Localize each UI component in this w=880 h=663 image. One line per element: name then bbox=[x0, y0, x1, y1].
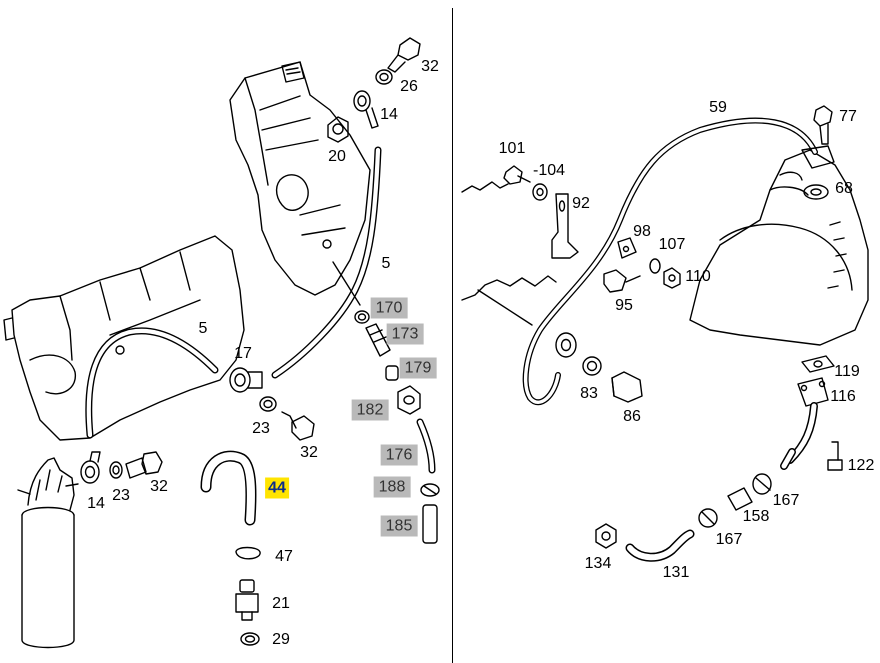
banjo-bolt-32-mid bbox=[281, 411, 315, 441]
block-edge-mid bbox=[461, 275, 557, 301]
clamp-167a bbox=[752, 473, 772, 495]
part-label-179[interactable]: 179 bbox=[399, 357, 437, 379]
bolt-77 bbox=[813, 105, 833, 145]
gasket-119 bbox=[801, 355, 835, 373]
banjo-fitting-17 bbox=[229, 367, 263, 393]
turbo-housing-outline bbox=[689, 149, 869, 346]
ferrule-179 bbox=[385, 365, 399, 381]
pipe-59 bbox=[522, 117, 818, 406]
engine-block-outline bbox=[229, 61, 371, 296]
washer-107 bbox=[649, 258, 661, 274]
part-label-185[interactable]: 185 bbox=[380, 515, 418, 537]
block-edge-top bbox=[461, 181, 509, 193]
part-label-110[interactable]: 110 bbox=[685, 268, 711, 285]
leader-line-right bbox=[477, 289, 533, 326]
banjo-bolt-32-top bbox=[387, 37, 421, 73]
banjo-fitting-14-top bbox=[353, 90, 379, 129]
pipe-131 bbox=[625, 529, 695, 562]
part-label-17[interactable]: 17 bbox=[234, 345, 252, 362]
bolt-122 bbox=[827, 441, 843, 471]
leader-line bbox=[332, 261, 361, 306]
part-label-176[interactable]: 176 bbox=[380, 444, 418, 466]
clamp-167b bbox=[698, 508, 718, 528]
part-label-5[interactable]: 5 bbox=[381, 255, 391, 272]
sleeve-158 bbox=[727, 487, 753, 511]
part-label-59[interactable]: 59 bbox=[709, 99, 727, 116]
washer-104 bbox=[532, 183, 548, 201]
part-label-68[interactable]: 68 bbox=[835, 180, 853, 197]
sleeve-185 bbox=[422, 504, 438, 544]
part-label-23-bottom[interactable]: 23 bbox=[112, 487, 130, 504]
panel-divider bbox=[452, 8, 453, 663]
part-label-26[interactable]: 26 bbox=[400, 78, 418, 95]
part-label-83[interactable]: 83 bbox=[580, 385, 598, 402]
banjo-59-end bbox=[555, 332, 577, 358]
hose-5-upper bbox=[271, 146, 382, 379]
part-label-107[interactable]: 107 bbox=[658, 236, 686, 253]
clip-98 bbox=[617, 237, 637, 259]
nut-134 bbox=[595, 523, 617, 549]
part-label-122[interactable]: 122 bbox=[847, 457, 875, 474]
part-label-32[interactable]: 32 bbox=[421, 58, 439, 75]
part-label-32-mid[interactable]: 32 bbox=[300, 444, 318, 461]
flange-116 bbox=[797, 377, 829, 407]
fitting-173 bbox=[365, 323, 391, 357]
part-label-170[interactable]: 170 bbox=[370, 297, 408, 319]
part-label-173[interactable]: 173 bbox=[386, 323, 424, 345]
washer-170 bbox=[354, 310, 370, 324]
hose-44 bbox=[200, 450, 257, 526]
part-label-20[interactable]: 20 bbox=[328, 148, 346, 165]
part-label-167-lower[interactable]: 167 bbox=[715, 531, 743, 548]
washer-29 bbox=[240, 632, 260, 646]
part-label-134[interactable]: 134 bbox=[584, 555, 612, 572]
union-21 bbox=[235, 579, 259, 621]
banjo-fitting-14-bottom bbox=[80, 451, 101, 484]
part-label-104[interactable]: -104 bbox=[532, 162, 566, 179]
part-label-119[interactable]: 119 bbox=[834, 363, 860, 380]
part-label-77[interactable]: 77 bbox=[839, 108, 857, 125]
nut-20 bbox=[327, 116, 349, 143]
part-label-131[interactable]: 131 bbox=[662, 564, 690, 581]
part-label-167-upper[interactable]: 167 bbox=[772, 492, 800, 509]
bracket-92 bbox=[551, 193, 579, 259]
banjo-bolt-32-bottom bbox=[125, 451, 163, 479]
banjo-68 bbox=[801, 145, 835, 200]
part-label-86[interactable]: 86 bbox=[623, 408, 641, 425]
part-label-188[interactable]: 188 bbox=[373, 476, 411, 498]
part-label-101[interactable]: 101 bbox=[498, 140, 526, 157]
transmission-housing-outline bbox=[3, 235, 245, 441]
part-label-47[interactable]: 47 bbox=[275, 548, 293, 565]
washer-83 bbox=[582, 356, 602, 376]
part-label-14[interactable]: 14 bbox=[380, 106, 398, 123]
part-label-44-highlighted[interactable]: 44 bbox=[265, 477, 289, 499]
part-label-92[interactable]: 92 bbox=[572, 195, 590, 212]
part-label-95[interactable]: 95 bbox=[615, 297, 633, 314]
part-label-182[interactable]: 182 bbox=[351, 399, 389, 421]
hose-5-lower bbox=[85, 327, 219, 439]
washer-23-bottom bbox=[109, 461, 123, 479]
part-label-5-lower[interactable]: 5 bbox=[198, 320, 208, 337]
plug-86 bbox=[611, 371, 643, 403]
clamp-188 bbox=[420, 483, 440, 497]
part-label-21[interactable]: 21 bbox=[272, 595, 290, 612]
hose-167-upper bbox=[780, 448, 796, 470]
part-label-32-bottom[interactable]: 32 bbox=[150, 478, 168, 495]
bolt-101 bbox=[503, 165, 531, 185]
part-label-98[interactable]: 98 bbox=[633, 223, 651, 240]
part-label-158[interactable]: 158 bbox=[742, 508, 770, 525]
bolt-95 bbox=[603, 269, 641, 293]
part-label-29[interactable]: 29 bbox=[272, 631, 290, 648]
hose-176 bbox=[416, 418, 436, 474]
washer-26 bbox=[375, 69, 393, 85]
part-label-116[interactable]: 116 bbox=[830, 388, 856, 405]
part-label-23[interactable]: 23 bbox=[252, 420, 270, 437]
clamp-47 bbox=[235, 546, 261, 560]
nut-182 bbox=[397, 385, 421, 415]
washer-23-top bbox=[259, 396, 277, 412]
part-label-14-bottom[interactable]: 14 bbox=[87, 495, 105, 512]
nut-110 bbox=[663, 267, 681, 289]
filter-canister bbox=[17, 457, 79, 649]
